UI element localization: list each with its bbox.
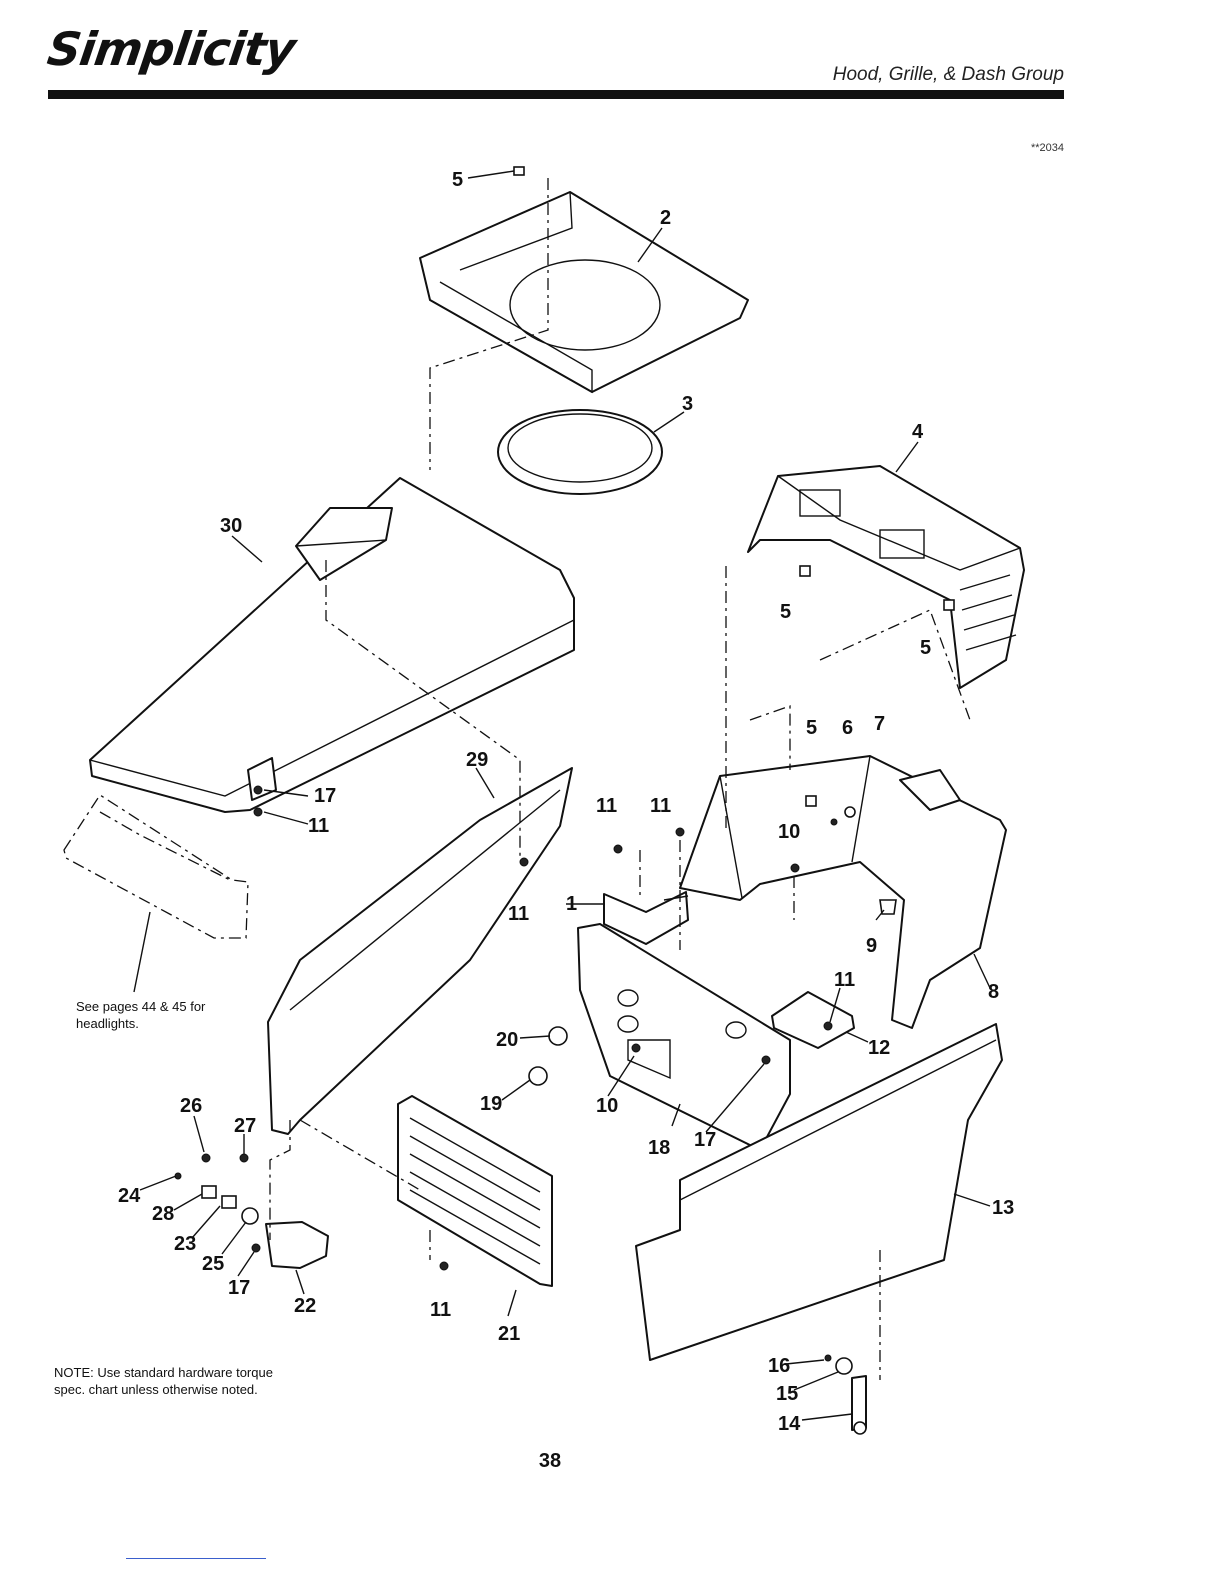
callout-17-panel: 17 [694,1129,716,1151]
callout-9: 9 [866,935,877,957]
callout-11-side: 11 [508,903,529,925]
part-4-dash-panel [748,466,1024,688]
callout-23: 23 [174,1233,196,1255]
callout-24: 24 [118,1185,141,1207]
headlight-outline [64,795,248,938]
callout-18: 18 [648,1137,670,1159]
callout-11-grille: 11 [430,1299,451,1321]
callout-6: 6 [842,717,853,739]
callout-26: 26 [180,1095,202,1117]
torque-spec-note: NOTE: Use standard hardware torque spec.… [54,1364,294,1398]
callout-22: 22 [294,1295,316,1317]
part-14-bar [852,1376,866,1434]
callout-14: 14 [778,1413,801,1435]
callout-5-dash-right: 5 [920,637,931,659]
callout-11-bracket-12: 11 [834,969,855,991]
callout-15: 15 [776,1383,798,1405]
callout-1: 1 [566,893,577,915]
callout-11-bracket-b: 11 [650,795,671,817]
callout-20: 20 [496,1029,518,1051]
callout-25: 25 [202,1253,224,1275]
callout-5-dash-left: 5 [780,601,791,623]
part-2-intake-cover [420,192,748,392]
callout-29: 29 [466,749,488,771]
callout-17-hood: 17 [314,785,336,807]
callout-12: 12 [868,1037,890,1059]
callout-16: 16 [768,1355,790,1377]
callout-4: 4 [912,421,924,443]
callout-11-hood: 11 [308,815,329,837]
callout-19: 19 [480,1093,502,1115]
callout-11-bracket-a: 11 [596,795,617,817]
part-30-hood [90,478,574,812]
callout-30: 30 [220,515,242,537]
callout-17-bracket: 17 [228,1277,250,1299]
headlights-reference-note: See pages 44 & 45 for headlights. [76,998,236,1032]
part-21-grille [398,1096,552,1286]
callout-7: 7 [874,713,885,735]
callout-10-panel: 10 [596,1095,618,1117]
callout-27: 27 [234,1115,256,1137]
callout-13: 13 [992,1197,1014,1219]
page-number: 38 [0,1450,1100,1473]
callout-10-housing: 10 [778,821,800,843]
part-22-bracket [266,1222,328,1268]
callout-28: 28 [152,1203,174,1225]
callout-21: 21 [498,1323,520,1345]
callout-5-top: 5 [452,169,463,191]
callout-5-housing: 5 [806,717,817,739]
callout-8: 8 [988,981,999,1003]
callout-2: 2 [660,207,671,229]
part-3-ring [498,410,662,494]
footer-rule [126,1558,266,1559]
callout-3: 3 [682,393,693,415]
